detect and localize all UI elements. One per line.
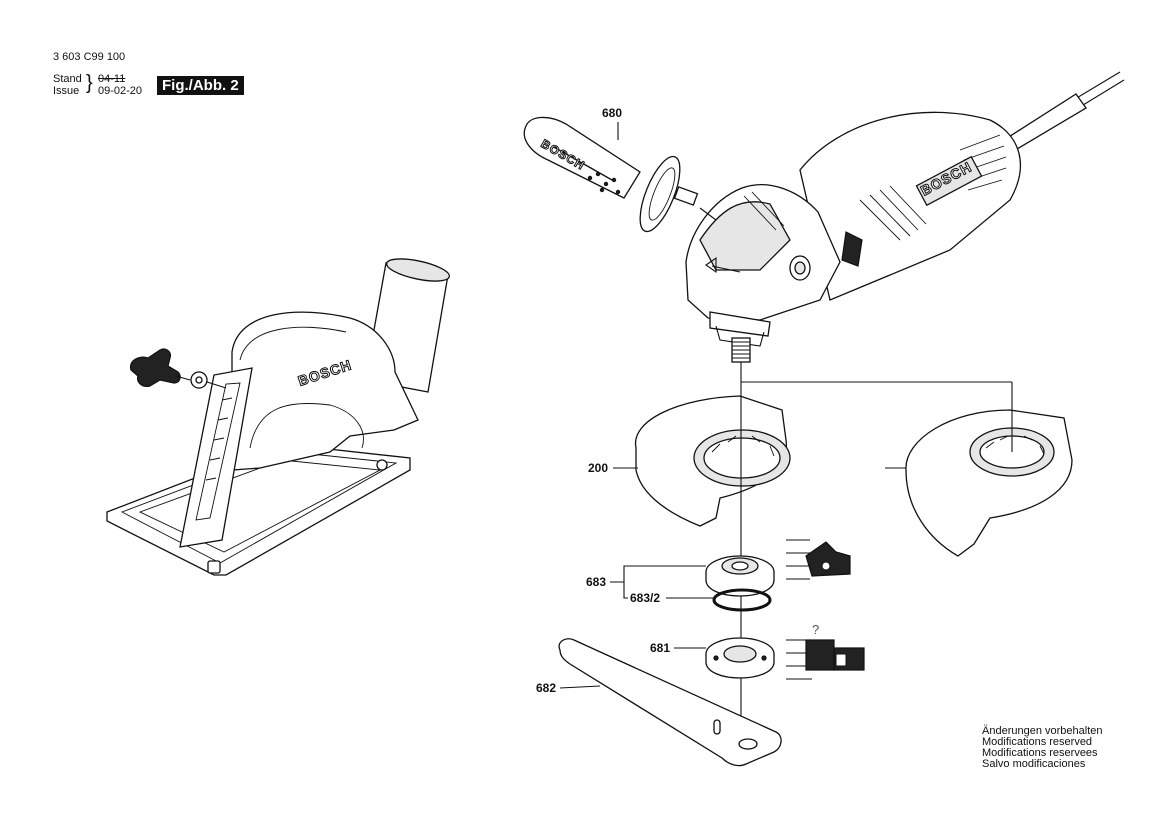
question-mark: ? <box>812 622 819 637</box>
issue-date: 09-02-20 <box>98 85 143 97</box>
modifications-note: Änderungen vorbehalten Modifications res… <box>982 726 1102 770</box>
nut-detail-icon <box>786 639 865 680</box>
document-number: 3 603 C99 100 <box>53 51 126 63</box>
figure-label: Fig./Abb. 2 <box>157 76 244 95</box>
auxiliary-handle-680: BOSCH <box>523 116 717 233</box>
angle-grinder: BOSCH <box>685 71 1125 363</box>
callout-200: 200 <box>588 461 608 475</box>
callout-683: 683 <box>586 575 606 589</box>
callout-680: 680 <box>602 106 622 120</box>
note-line: Modifications reserved <box>982 736 1093 748</box>
note-line: Änderungen vorbehalten <box>982 725 1103 737</box>
note-line: Salvo modificaciones <box>982 758 1086 770</box>
stand-label: Stand <box>53 73 82 85</box>
brace-icon: } <box>86 72 93 94</box>
o-ring-683-2 <box>712 588 772 612</box>
flange-detail-icon <box>786 539 851 580</box>
note-line: Modifications reservees <box>982 747 1098 759</box>
protective-guard-200 <box>634 395 791 527</box>
callout-683-2: 683/2 <box>630 591 660 605</box>
callout-682: 682 <box>536 681 556 695</box>
callouts: 680 200 683 683/2 681 682 ? <box>536 106 906 695</box>
stand-date: 04-11 <box>98 73 126 85</box>
spanner-682 <box>558 638 782 767</box>
cutting-guide-assembly: BOSCH <box>106 258 451 576</box>
callout-681: 681 <box>650 641 670 655</box>
issue-label: Issue <box>53 85 80 97</box>
protective-guard-alternate <box>905 409 1073 557</box>
clamping-nut-681 <box>705 637 775 679</box>
